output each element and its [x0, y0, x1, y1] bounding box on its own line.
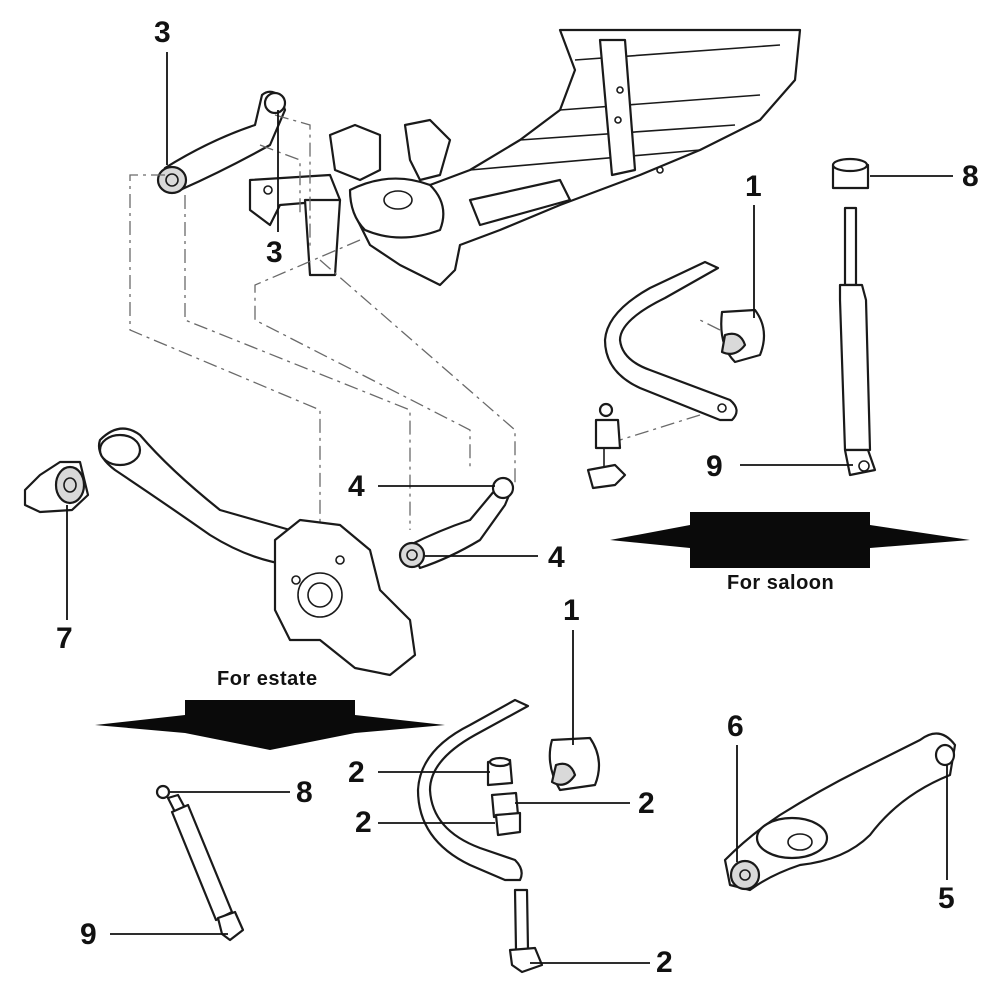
- arm-3: [156, 90, 287, 195]
- saloon-arrow: [610, 512, 970, 568]
- caption-estate: For estate: [217, 668, 318, 690]
- trailing-arm: [97, 427, 417, 677]
- trailing-arm-bush: [23, 460, 90, 514]
- rear-subframe: [248, 28, 802, 287]
- label-8-saloon: 8: [962, 160, 979, 193]
- label-4-lower: 4: [548, 541, 565, 574]
- label-4-upper: 4: [348, 470, 365, 503]
- estate-arrow: [95, 700, 445, 750]
- caption-saloon: For saloon: [727, 572, 835, 594]
- saloon-anti-roll-bar: [603, 260, 766, 422]
- label-9-estate: 9: [80, 918, 97, 951]
- leader-lines: [66, 52, 953, 964]
- label-5: 5: [938, 882, 955, 915]
- label-1-estate: 1: [563, 594, 580, 627]
- lower-arm: [723, 732, 957, 892]
- label-9-saloon: 9: [706, 450, 723, 483]
- label-2-a: 2: [348, 756, 365, 789]
- label-3-bottom: 3: [266, 236, 283, 269]
- label-7: 7: [56, 622, 73, 655]
- estate-shock: [155, 784, 245, 942]
- label-2-c: 2: [355, 806, 372, 839]
- label-2-b: 2: [638, 787, 655, 820]
- label-8-estate: 8: [296, 776, 313, 809]
- saloon-drop-link: [586, 402, 627, 490]
- label-2-d: 2: [656, 946, 673, 979]
- label-3-top: 3: [154, 16, 171, 49]
- label-1-saloon: 1: [745, 170, 762, 203]
- label-6: 6: [727, 710, 744, 743]
- estate-anti-roll-bar: [416, 698, 601, 882]
- saloon-shock: [831, 157, 877, 477]
- arm-4: [398, 476, 515, 570]
- estate-drop-link: [486, 756, 544, 974]
